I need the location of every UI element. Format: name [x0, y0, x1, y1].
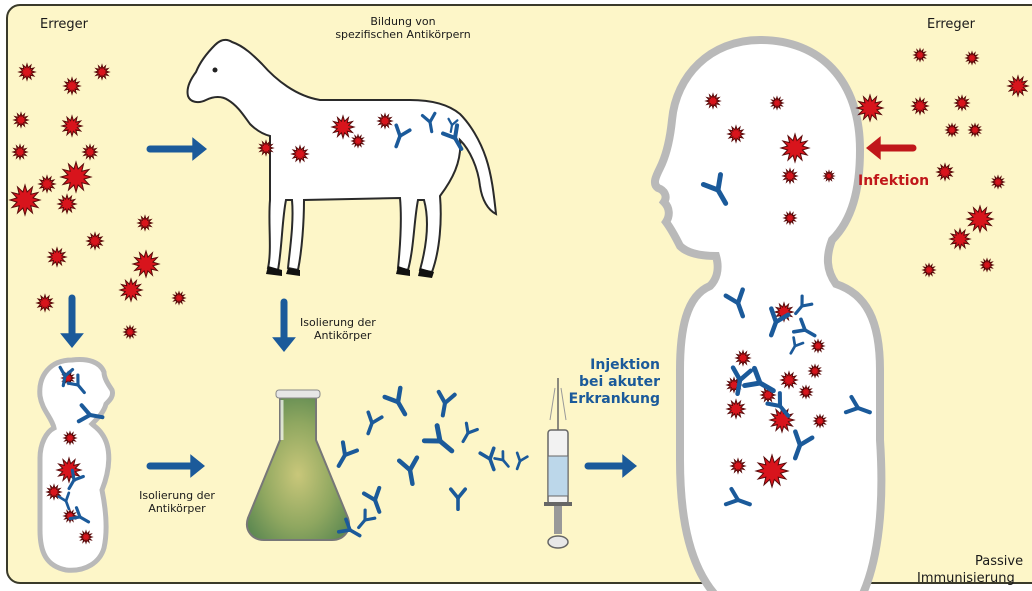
pathogen-icon: [950, 229, 970, 249]
label-injektion-line1: Injektion: [560, 357, 660, 374]
arrow-icon: [272, 302, 296, 352]
arrow-icon: [150, 454, 205, 478]
label-injektion: Injektion bei akuter Erkrankung: [560, 357, 660, 408]
pathogen-icon: [923, 264, 935, 276]
pathogen-icon: [58, 195, 76, 213]
pathogen-icon: [138, 216, 152, 230]
pathogen-icon: [969, 124, 981, 136]
horse-illustration: [187, 40, 496, 278]
pathogen-icon: [10, 185, 40, 215]
antibody-icon: [512, 453, 527, 471]
pathogen-icon: [83, 145, 97, 159]
pathogen-icon: [62, 116, 82, 136]
pathogen-icon: [912, 98, 928, 114]
label-isolierung-top-line1: Isolierung der: [300, 316, 376, 329]
label-injektion-line2: bei akuter: [560, 374, 660, 391]
pathogen-icon: [19, 64, 35, 80]
label-bildung: Bildung von spezifischen Antikörpern: [318, 15, 488, 41]
pathogen-icon: [946, 124, 958, 136]
antibody-icon: [435, 392, 455, 417]
antibody-icon: [354, 510, 375, 532]
label-erreger-right: Erreger: [927, 18, 975, 31]
label-isolierung-top: Isolierung der Antikörper: [300, 316, 376, 342]
horse-body: [187, 40, 496, 272]
flask-body: [247, 395, 349, 540]
label-bildung-line2: spezifischen Antikörpern: [318, 28, 488, 41]
antibody-icon: [385, 388, 413, 419]
pathogen-icon: [173, 292, 185, 304]
label-erreger-left: Erreger: [40, 18, 88, 31]
arrow-icon: [150, 137, 207, 161]
pathogen-icon: [13, 145, 27, 159]
antibody-icon: [458, 423, 478, 444]
label-isolierung-bottom: Isolierung der Antikörper: [128, 489, 226, 515]
pathogen-icon: [981, 259, 993, 271]
antibody-icon: [364, 488, 387, 515]
antibody-icon: [424, 426, 458, 459]
pathogen-icon: [64, 78, 80, 94]
pathogen-icon: [967, 206, 993, 232]
pathogen-icon: [120, 279, 142, 301]
antibody-icon: [332, 442, 357, 470]
pathogen-icon: [87, 233, 103, 249]
label-bildung-line1: Bildung von: [318, 15, 488, 28]
pathogen-icon: [992, 176, 1004, 188]
large-human-body: [655, 40, 881, 591]
label-immunisierung: Immunisierung: [917, 572, 1015, 585]
antibody-icon: [399, 458, 421, 486]
pathogen-icon: [857, 95, 883, 121]
pathogen-icon: [955, 96, 969, 110]
antibody-icon: [361, 412, 381, 436]
pathogen-icon: [37, 295, 53, 311]
antibody-icon: [495, 451, 513, 469]
flask-rim: [276, 390, 320, 398]
label-isolierung-bottom-line1: Isolierung der: [128, 489, 226, 502]
pathogen-icon: [14, 113, 28, 127]
pathogen-icon: [914, 49, 926, 61]
pathogen-icon: [61, 162, 91, 192]
flask-illustration: [247, 390, 349, 540]
label-passive: Passive: [975, 555, 1023, 568]
label-isolierung-top-line2: Antikörper: [300, 329, 376, 342]
pathogen-icon: [133, 251, 159, 277]
label-isolierung-bottom-line2: Antikörper: [128, 502, 226, 515]
large-human-illustration: [655, 40, 881, 591]
pathogen-icon: [95, 65, 109, 79]
label-infektion: Infektion: [858, 173, 929, 190]
arrow-icon: [60, 298, 84, 348]
pathogen-icon: [48, 248, 66, 266]
pathogen-icon: [124, 326, 136, 338]
pathogen-icon: [966, 52, 978, 64]
antibody-icon: [451, 489, 465, 509]
horse-eye: [213, 68, 218, 73]
arrow-icon: [588, 454, 637, 478]
label-injektion-line3: Erkrankung: [560, 391, 660, 408]
pathogen-icon: [39, 176, 55, 192]
pathogen-icon: [937, 164, 953, 180]
pathogen-icon: [1008, 76, 1028, 96]
arrow-icon: [866, 136, 913, 160]
